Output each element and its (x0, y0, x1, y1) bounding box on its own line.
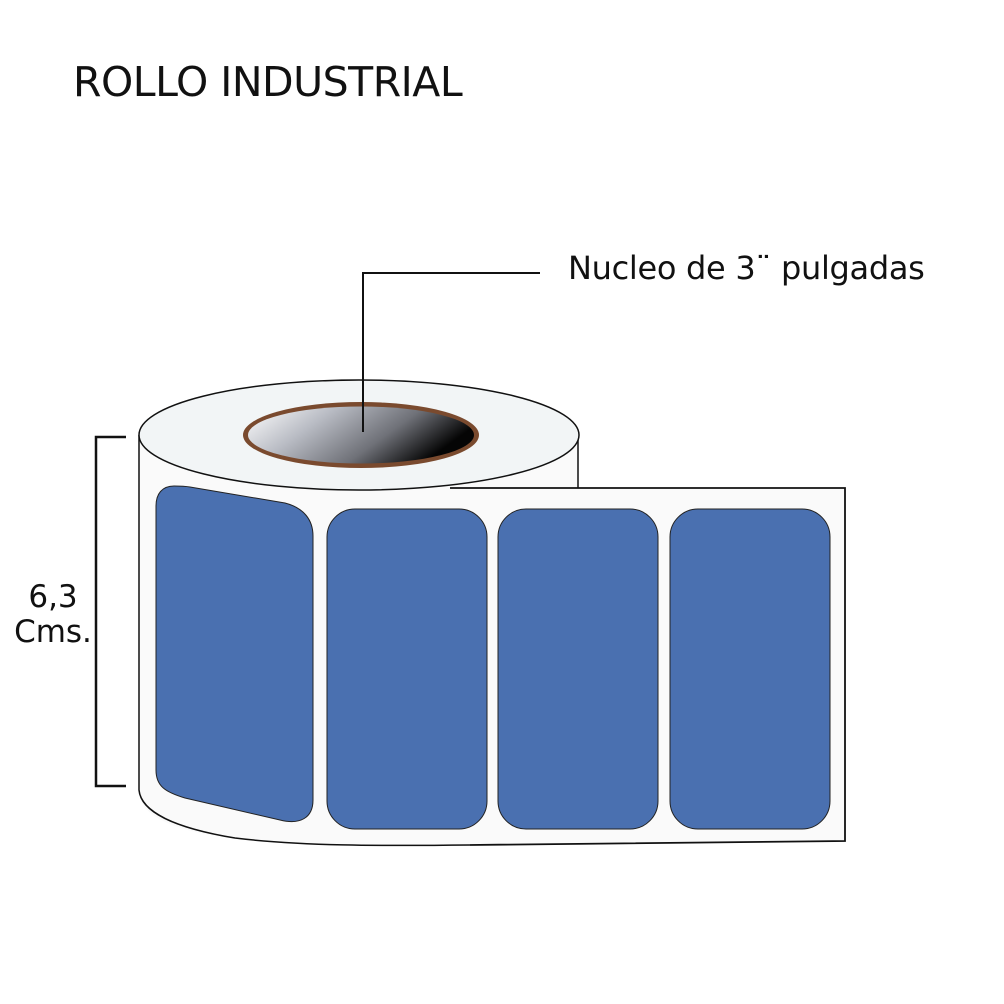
roll-body (139, 435, 845, 846)
label-1 (155, 485, 314, 823)
diagram-title: ROLLO INDUSTRIAL (73, 58, 463, 106)
core-hole (248, 406, 474, 464)
height-dimension-unit: Cms. (14, 614, 92, 650)
label-4 (669, 508, 831, 830)
height-dimension-bracket (94, 435, 126, 788)
height-dimension-value: 6,3 (28, 579, 78, 615)
label-3 (497, 508, 659, 830)
label-strip (450, 487, 846, 846)
label-2 (326, 508, 488, 830)
core-callout-leader (362, 272, 540, 432)
roll-body-left-edge (138, 435, 471, 847)
core-callout-label: Nucleo de 3¨ pulgadas (568, 249, 925, 287)
